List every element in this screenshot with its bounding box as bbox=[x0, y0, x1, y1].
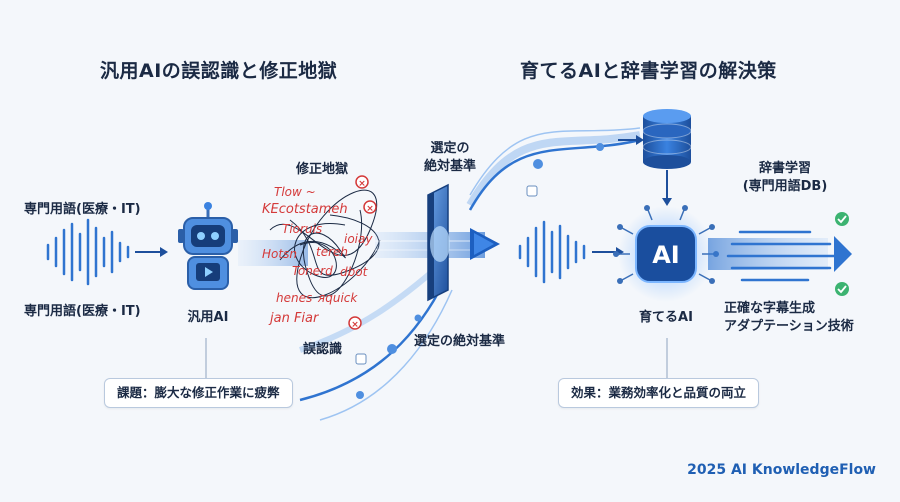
garbled-text: dbot bbox=[340, 265, 369, 279]
left-title: 汎用AIの誤認識と修正地獄 bbox=[100, 60, 338, 82]
flow-node bbox=[533, 159, 543, 169]
dict-label: 辞書学習 (専門用語DB) bbox=[742, 161, 828, 194]
input-waveform bbox=[46, 218, 130, 286]
svg-text:×: × bbox=[366, 204, 374, 214]
database-icon bbox=[642, 109, 692, 169]
brand-footer: 2025 AI KnowledgeFlow bbox=[687, 462, 876, 478]
doc-icon bbox=[355, 353, 367, 365]
flow-node bbox=[356, 391, 364, 399]
garbled-text: KEcotstameh bbox=[262, 202, 348, 217]
garbled-text: tereh bbox=[316, 245, 348, 259]
tangled-lines bbox=[269, 189, 381, 299]
right-title: 育てるAIと辞書学習の解決策 bbox=[520, 60, 777, 82]
chaos-label-top: 修正地獄 bbox=[296, 162, 349, 177]
ai-chip-icon bbox=[613, 205, 719, 302]
robot-label: 汎用AI bbox=[187, 310, 229, 325]
garbled-text: jan Fiar bbox=[268, 311, 320, 326]
svg-text:×: × bbox=[358, 179, 366, 189]
garbled-text: Tonerd bbox=[292, 264, 333, 278]
beam-left bbox=[238, 240, 308, 266]
svg-text:×: × bbox=[351, 320, 359, 330]
garbled-text: ᴙquick bbox=[317, 291, 358, 305]
arrow-head bbox=[636, 135, 644, 145]
output-lines bbox=[726, 230, 844, 282]
flow-node bbox=[387, 344, 397, 354]
garbled-text: Tioruis bbox=[282, 222, 322, 236]
garbled-text: henes bbox=[276, 291, 312, 305]
error-marks: × × × bbox=[348, 175, 377, 330]
garbled-text: Tlow ~ bbox=[274, 185, 316, 199]
garbled-text: ioiay bbox=[344, 232, 373, 246]
issue-box: 課題：膨大な修正作業に疲弊 bbox=[104, 378, 293, 408]
doc-icon bbox=[526, 185, 538, 197]
middle-label-bottom: 選定の絶対基準 bbox=[414, 334, 506, 349]
check-marks bbox=[835, 212, 849, 296]
filter-panel bbox=[427, 183, 450, 302]
robot-icon bbox=[178, 202, 238, 290]
flow-node bbox=[414, 314, 422, 322]
flow-node bbox=[596, 143, 604, 151]
arrow-head bbox=[662, 198, 672, 206]
garbled-text: Hotsn bbox=[262, 247, 297, 261]
flow-curves bbox=[299, 127, 641, 421]
effect-box: 効果：業務効率化と品質の両立 bbox=[558, 378, 760, 408]
ai-label: 育てるAI bbox=[639, 310, 693, 325]
chaos-label-bottom: 誤認識 bbox=[303, 342, 343, 357]
ai-badge-text: AI bbox=[652, 241, 680, 269]
output-arrow bbox=[834, 236, 852, 272]
output-label: 正確な字幕生成 アダプテーション技術 bbox=[724, 301, 854, 334]
clean-waveform bbox=[518, 220, 586, 284]
middle-label-top: 選定の 絶対基準 bbox=[423, 141, 476, 174]
arrow-head bbox=[160, 247, 168, 257]
input-label-bottom: 専門用語(医療・IT) bbox=[24, 304, 141, 319]
garbled-text-group: Tlow ~ KEcotstameh Tioruis Hotsn tereh i… bbox=[262, 185, 373, 326]
input-label-top: 専門用語(医療・IT) bbox=[24, 202, 141, 217]
